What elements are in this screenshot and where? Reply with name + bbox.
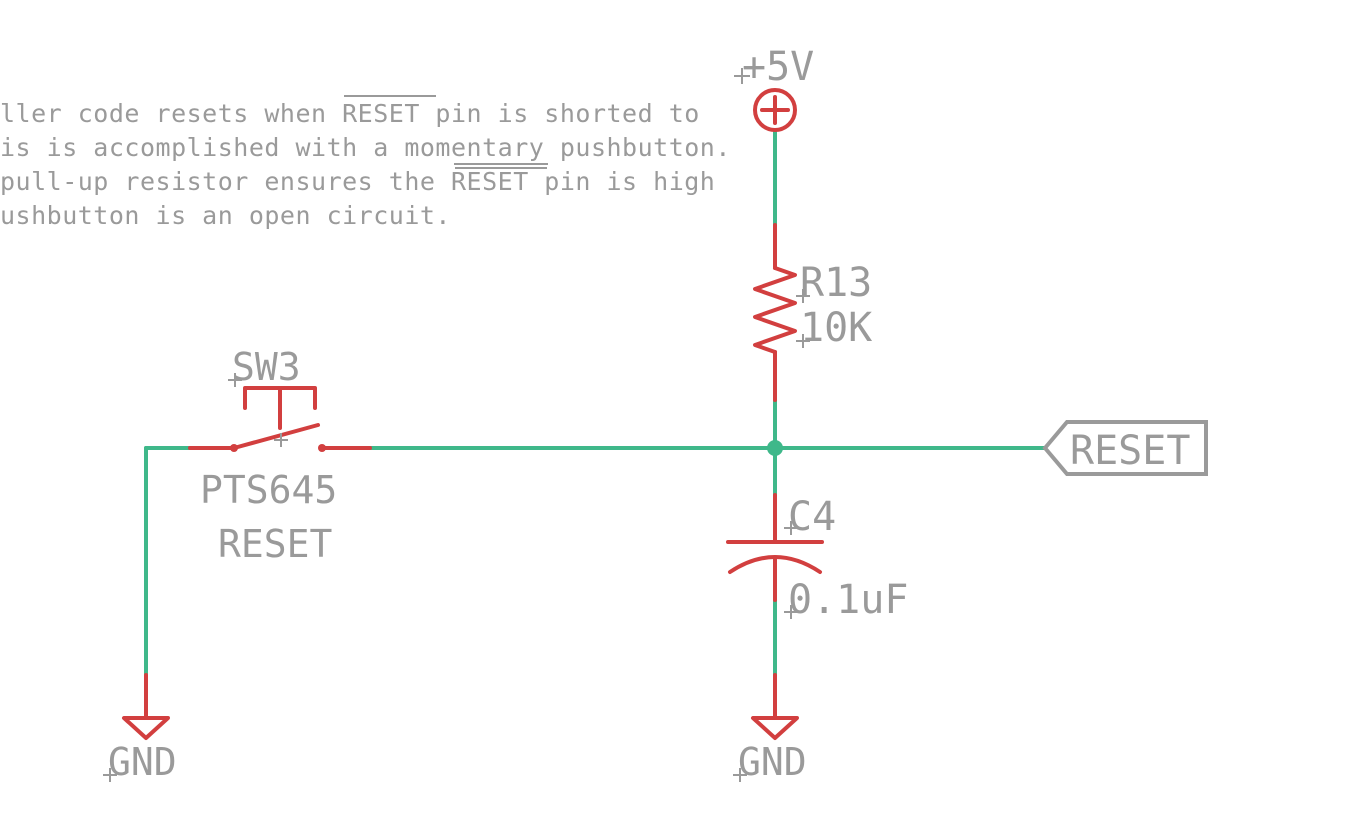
resistor-r13: R13 10K	[753, 223, 872, 402]
net-label-text: RESET	[1070, 428, 1190, 474]
capacitor-name: C4	[788, 494, 836, 540]
supply-circle	[753, 88, 797, 132]
design-note: ller code resets when RESET pin is short…	[0, 95, 731, 230]
ground-right-triangle	[751, 716, 799, 740]
switch-value: RESET	[218, 522, 332, 566]
wires	[144, 130, 1047, 677]
switch-name: SW3	[232, 345, 301, 389]
note-line-1: ller code resets when RESET pin is short…	[0, 99, 700, 128]
switch-blade	[232, 423, 320, 450]
capacitor-value: 0.1uF	[788, 577, 908, 623]
supply-5v-symbol: +5V	[734, 44, 814, 132]
switch-sw3: SW3 PTS645 RESET	[188, 345, 372, 566]
ground-right: GND	[733, 673, 807, 784]
net-label-flag	[1042, 420, 1208, 476]
ground-left-label: GND	[108, 740, 177, 784]
note-line-3: pull-up resistor ensures the RESET pin i…	[0, 167, 715, 196]
resistor-zigzag	[753, 266, 797, 354]
junction-dot	[767, 440, 783, 456]
ground-right-label: GND	[738, 740, 807, 784]
supply-label: +5V	[742, 44, 814, 90]
note-line-4: ushbutton is an open circuit.	[0, 201, 451, 230]
switch-part: PTS645	[200, 468, 337, 512]
resistor-name: R13	[800, 260, 872, 306]
resistor-value: 10K	[800, 305, 872, 351]
capacitor-c4: C4 0.1uF	[726, 493, 908, 623]
ground-left: GND	[103, 673, 177, 784]
reset-net-label: RESET	[1042, 420, 1208, 476]
ground-left-triangle	[122, 716, 170, 740]
note-line-2: is is accomplished with a momentary push…	[0, 133, 731, 162]
